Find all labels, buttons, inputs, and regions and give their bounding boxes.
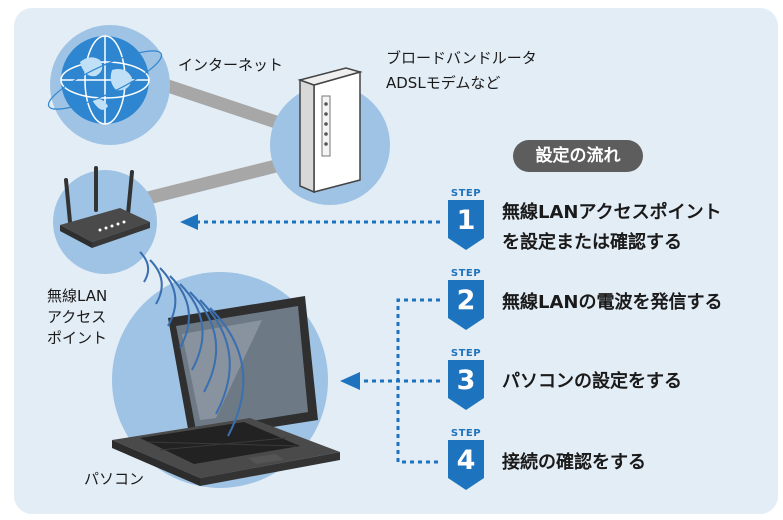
step-3-shape bbox=[448, 360, 484, 410]
step-1-text-line1: 無線LANアクセスポイント bbox=[502, 202, 722, 223]
step-4-tag: STEP bbox=[450, 428, 482, 439]
step-2-badge: STEP 2 bbox=[442, 268, 490, 332]
step-1-badge: STEP 1 bbox=[442, 188, 490, 252]
step-1-shape bbox=[448, 200, 484, 250]
label-ap-line2: アクセス bbox=[47, 308, 107, 326]
globe-icon bbox=[47, 35, 163, 125]
step-2-shape bbox=[448, 280, 484, 330]
step-4-badge: STEP 4 bbox=[442, 428, 490, 492]
router-icon bbox=[297, 67, 363, 194]
step-4-number: 4 bbox=[456, 445, 476, 476]
label-router-line1: ブロードバンドルータ bbox=[386, 49, 537, 67]
step-1-text-line2: を設定または確認する bbox=[502, 232, 682, 253]
step-3-text: パソコンの設定をする bbox=[502, 371, 682, 392]
step-1-number: 1 bbox=[456, 205, 476, 236]
wifi-waves-icon bbox=[139, 251, 245, 437]
step-4-text: 接続の確認をする bbox=[502, 452, 646, 473]
step-2-text: 無線LANの電波を発信する bbox=[502, 292, 723, 313]
step-3-tag: STEP bbox=[450, 348, 482, 359]
access-point-icon bbox=[60, 166, 150, 248]
label-internet: インターネット bbox=[178, 56, 284, 74]
step-1-tag: STEP bbox=[450, 188, 482, 199]
arrow-step3-head bbox=[340, 372, 360, 390]
step-3-number: 3 bbox=[456, 365, 476, 396]
label-pc: パソコン bbox=[84, 470, 145, 488]
step-2-number: 2 bbox=[456, 285, 476, 316]
step-3-badge: STEP 3 bbox=[442, 348, 490, 412]
flow-title: 設定の流れ bbox=[513, 140, 643, 172]
label-ap-line3: ポイント bbox=[47, 329, 108, 347]
arrow-step1-head bbox=[180, 214, 198, 230]
step-2-tag: STEP bbox=[450, 268, 482, 279]
label-router-line2: ADSLモデムなど bbox=[386, 74, 501, 92]
step-4-shape bbox=[448, 440, 484, 490]
label-ap-line1: 無線LAN bbox=[47, 287, 108, 305]
